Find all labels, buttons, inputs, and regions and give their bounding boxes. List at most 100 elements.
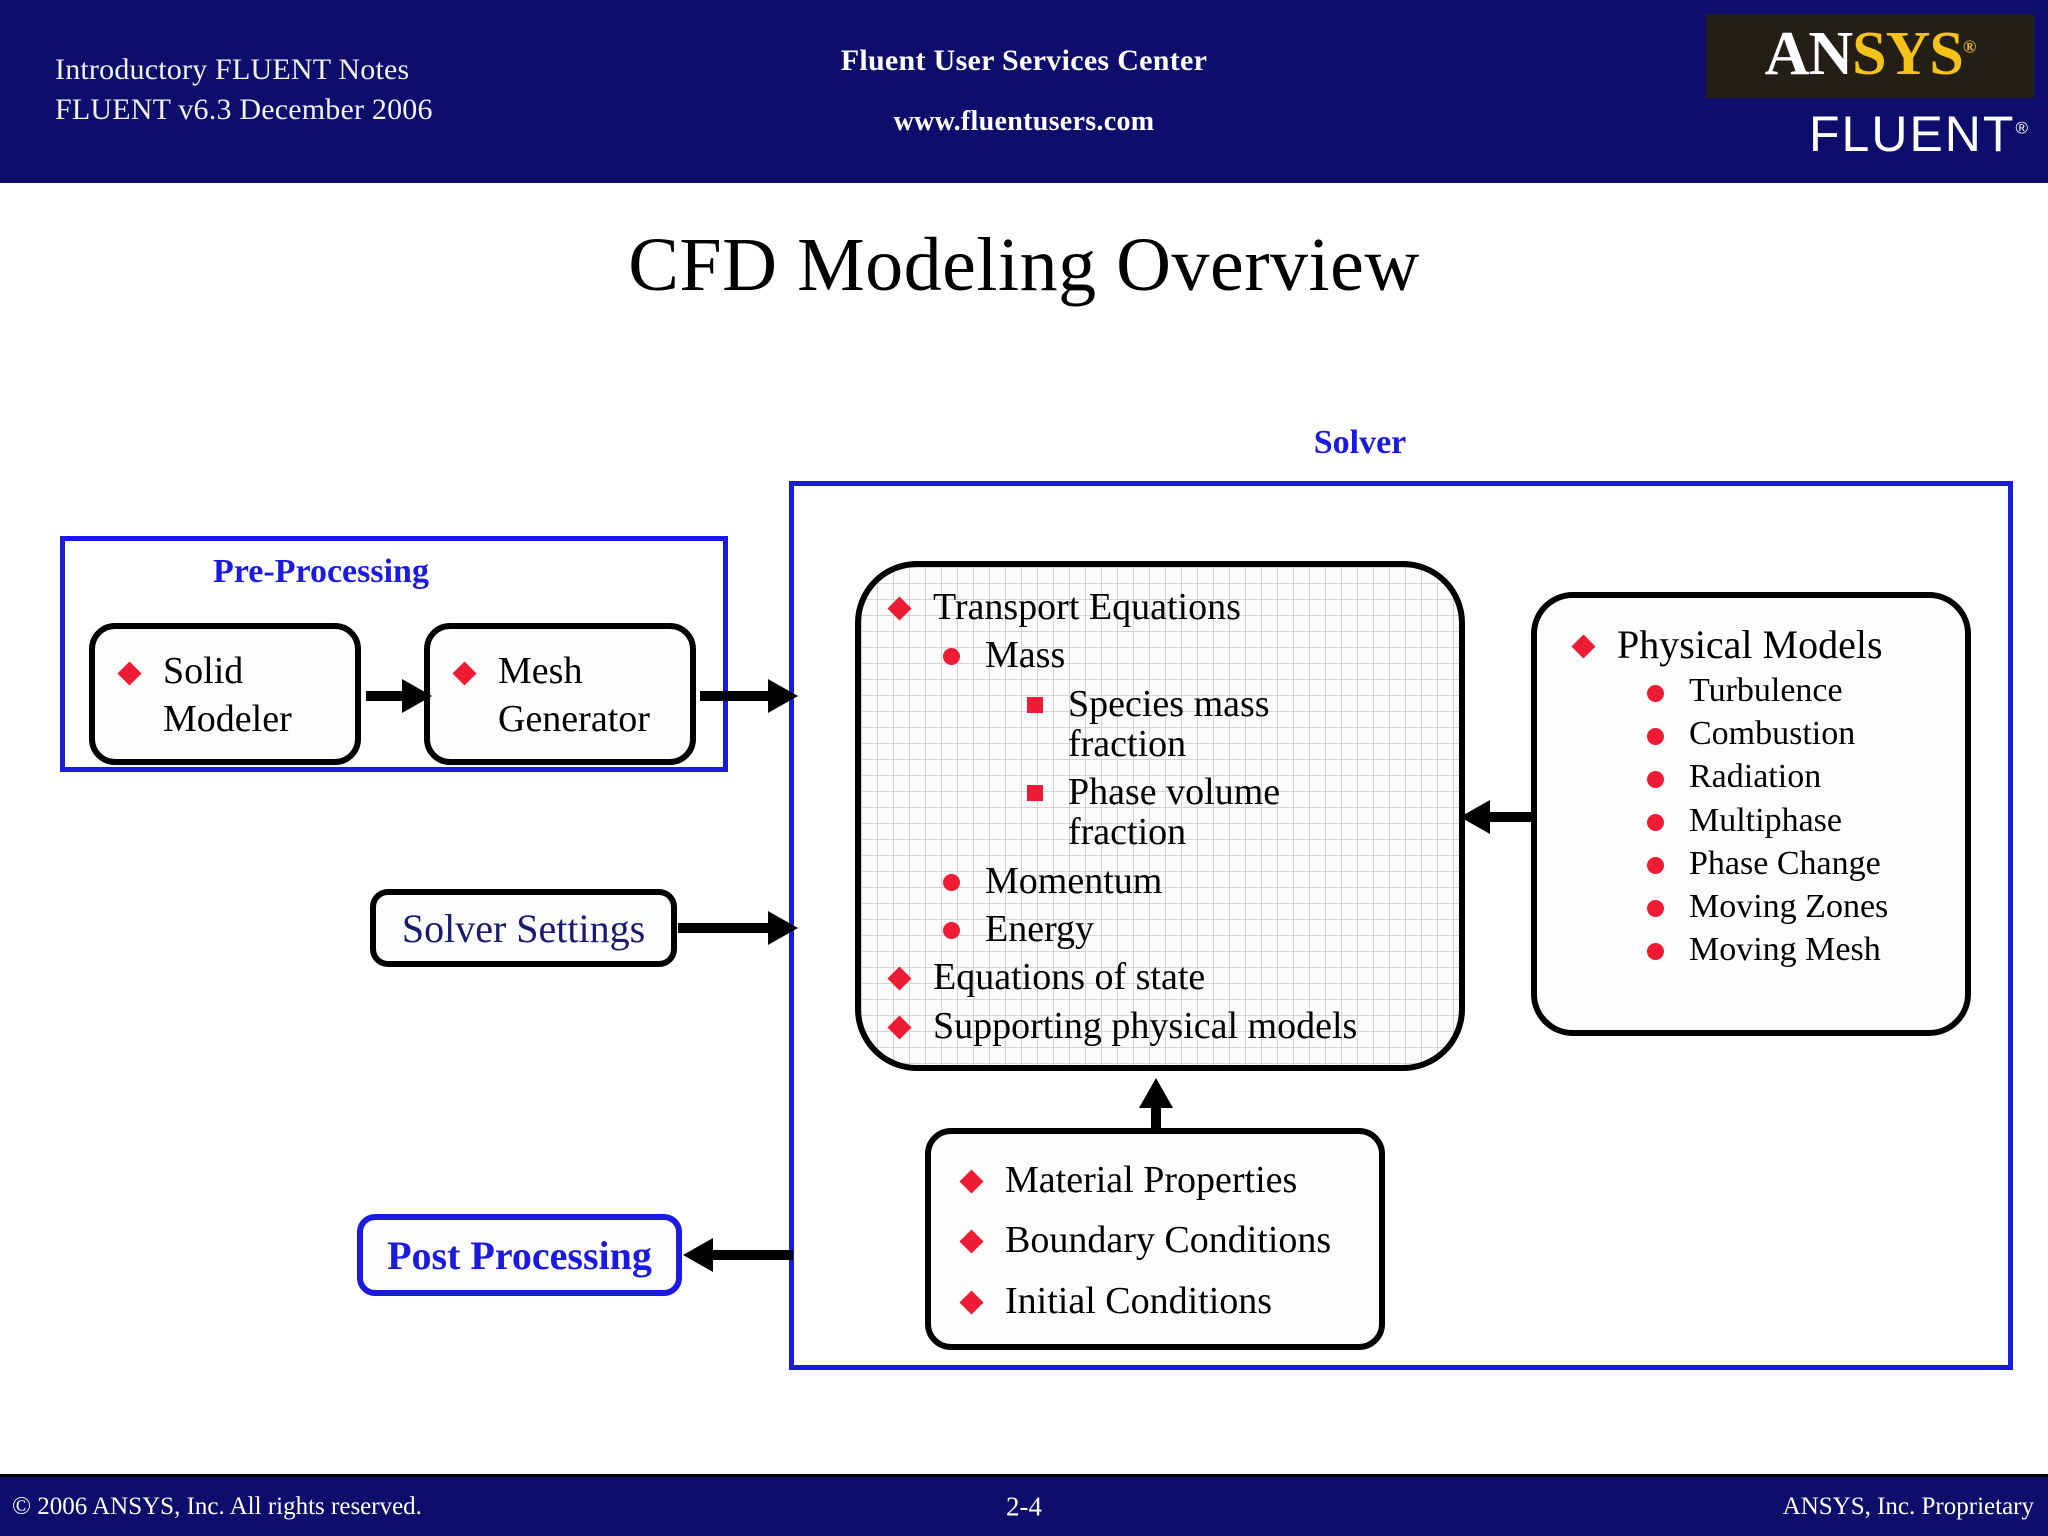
circle-bullet-icon: [943, 648, 960, 666]
list-item: Species mass fraction: [1027, 684, 1318, 765]
arrow-solid-to-mesh-icon: [366, 679, 432, 713]
header-left-line2: FLUENT v6.3 December 2006: [55, 92, 433, 126]
header-left-text: Introductory FLUENT Notes FLUENT v6.3 De…: [55, 50, 433, 129]
solid-modeler-box[interactable]: Solid Modeler: [89, 623, 361, 765]
header-left-line1: Introductory FLUENT Notes: [55, 53, 410, 86]
list-item-label: Material Properties: [1005, 1159, 1298, 1201]
pre-processing-group-frame: [60, 536, 728, 772]
footer-proprietary: ANSYS, Inc. Proprietary: [1782, 1492, 2034, 1520]
mesh-generator-line2: Generator: [498, 698, 650, 741]
solid-modeler-text: Solid Modeler: [163, 651, 292, 740]
arrow-models-to-transport-icon: [1460, 800, 1535, 834]
list-item-label: Moving Mesh: [1689, 930, 1881, 968]
list-item: Moving Zones: [1647, 887, 1889, 925]
list-item-label: Equations of state: [933, 956, 1206, 999]
list-item-label: Physical Models: [1617, 622, 1883, 667]
mesh-generator-text: Mesh Generator: [498, 651, 650, 740]
list-item-label: Phase volume fraction: [1068, 771, 1281, 854]
arrow-solver-to-postprocessing-icon: [683, 1238, 793, 1272]
list-item-label: Turbulence: [1689, 672, 1843, 710]
footer-copyright: © 2006 ANSYS, Inc. All rights reserved.: [12, 1492, 422, 1520]
list-item-label: Energy: [985, 907, 1095, 950]
post-processing-box[interactable]: Post Processing: [357, 1214, 682, 1296]
diamond-bullet-icon: [959, 1229, 984, 1254]
diamond-bullet-icon: [1571, 634, 1596, 659]
circle-bullet-icon: [943, 921, 960, 939]
list-item-label: Mass: [985, 634, 1066, 677]
circle-bullet-icon: [1647, 728, 1664, 746]
list-item-label: Momentum: [985, 859, 1163, 902]
diamond-bullet-icon: [887, 596, 912, 621]
mesh-generator-content: Mesh Generator: [452, 651, 650, 740]
arrow-materials-to-transport-icon: [1139, 1078, 1173, 1134]
list-item-label: Moving Zones: [1689, 887, 1889, 925]
list-item-label: Phase Change: [1689, 844, 1881, 882]
list-item: Turbulence: [1647, 673, 1843, 709]
slide-header: Introductory FLUENT Notes FLUENT v6.3 De…: [0, 0, 2048, 183]
solver-settings-content: Solver Settings: [376, 895, 671, 961]
circle-bullet-icon: [1647, 857, 1664, 875]
pre-processing-group-label: Pre-Processing: [213, 553, 429, 590]
list-item-label: Transport Equations: [933, 586, 1241, 628]
logo-registered-icon: ®: [1962, 36, 1976, 57]
list-item-label: Species mass fraction: [1068, 682, 1270, 765]
solid-modeler-content: Solid Modeler: [117, 651, 292, 740]
list-item: Transport Equations: [887, 586, 1241, 628]
list-item: Multiphase: [1647, 801, 1842, 839]
ansys-fluent-logo: ANSYS® FLUENT®: [1706, 14, 2034, 172]
diamond-bullet-icon: [959, 1290, 984, 1315]
footer-page-number: 2-4: [1006, 1491, 1042, 1521]
list-item: Moving Mesh: [1647, 930, 1881, 968]
post-processing-content: Post Processing: [363, 1220, 676, 1290]
list-item: Supporting physical models: [887, 1004, 1358, 1047]
circle-bullet-icon: [1647, 685, 1664, 703]
list-item-label: Boundary Conditions: [1005, 1219, 1332, 1262]
circle-bullet-icon: [943, 873, 960, 891]
diamond-bullet-icon: [887, 1014, 912, 1040]
list-item: Equations of state: [887, 956, 1206, 999]
diamond-bullet-icon: [959, 1169, 984, 1194]
mesh-generator-line1: Mesh: [498, 650, 583, 692]
page-title: CFD Modeling Overview: [628, 223, 1420, 307]
logo-fluent-registered-icon: ®: [2015, 118, 2030, 138]
list-item: Energy: [943, 909, 1094, 949]
list-item: Initial Conditions: [959, 1280, 1272, 1321]
slide-footer: © 2006 ANSYS, Inc. All rights reserved. …: [0, 1474, 2048, 1536]
circle-bullet-icon: [1647, 771, 1664, 789]
square-bullet-icon: [1027, 696, 1043, 713]
circle-bullet-icon: [1647, 900, 1664, 918]
diamond-bullet-icon: [117, 661, 142, 686]
solid-modeler-line2: Modeler: [163, 698, 292, 741]
logo-fluent-label: FLUENT: [1809, 106, 2016, 162]
diamond-bullet-icon: [887, 966, 912, 991]
list-item-label: Radiation: [1689, 758, 1822, 796]
list-item: Combustion: [1647, 716, 1855, 752]
list-item: Mass: [943, 634, 1066, 677]
arrow-settings-to-solver-icon: [678, 911, 800, 945]
logo-part-sys: SYS: [1852, 20, 1964, 88]
solver-group-label: Solver: [1313, 424, 1407, 461]
arrow-preprocessing-to-solver-icon: [700, 679, 800, 713]
list-item-label: Multiphase: [1689, 801, 1842, 839]
list-item-label: Supporting physical models: [933, 1004, 1358, 1047]
list-item: Physical Models: [1571, 622, 1883, 667]
diamond-bullet-icon: [452, 661, 477, 686]
solver-settings-label: Solver Settings: [401, 905, 646, 951]
logo-part-an: AN: [1764, 20, 1854, 88]
mesh-generator-box[interactable]: Mesh Generator: [424, 623, 696, 765]
ansys-wordmark: ANSYS®: [1706, 14, 2034, 98]
list-item: Phase volume fraction: [1027, 772, 1318, 853]
circle-bullet-icon: [1647, 943, 1664, 961]
list-item: Material Properties: [959, 1159, 1298, 1201]
solid-modeler-line1: Solid: [163, 650, 244, 692]
solver-settings-box[interactable]: Solver Settings: [370, 889, 677, 967]
circle-bullet-icon: [1647, 814, 1664, 832]
fluent-wordmark-text: FLUENT®: [1809, 109, 2030, 159]
list-item: Momentum: [943, 859, 1163, 902]
list-item-label: Combustion: [1689, 715, 1856, 753]
post-processing-label: Post Processing: [387, 1232, 652, 1278]
